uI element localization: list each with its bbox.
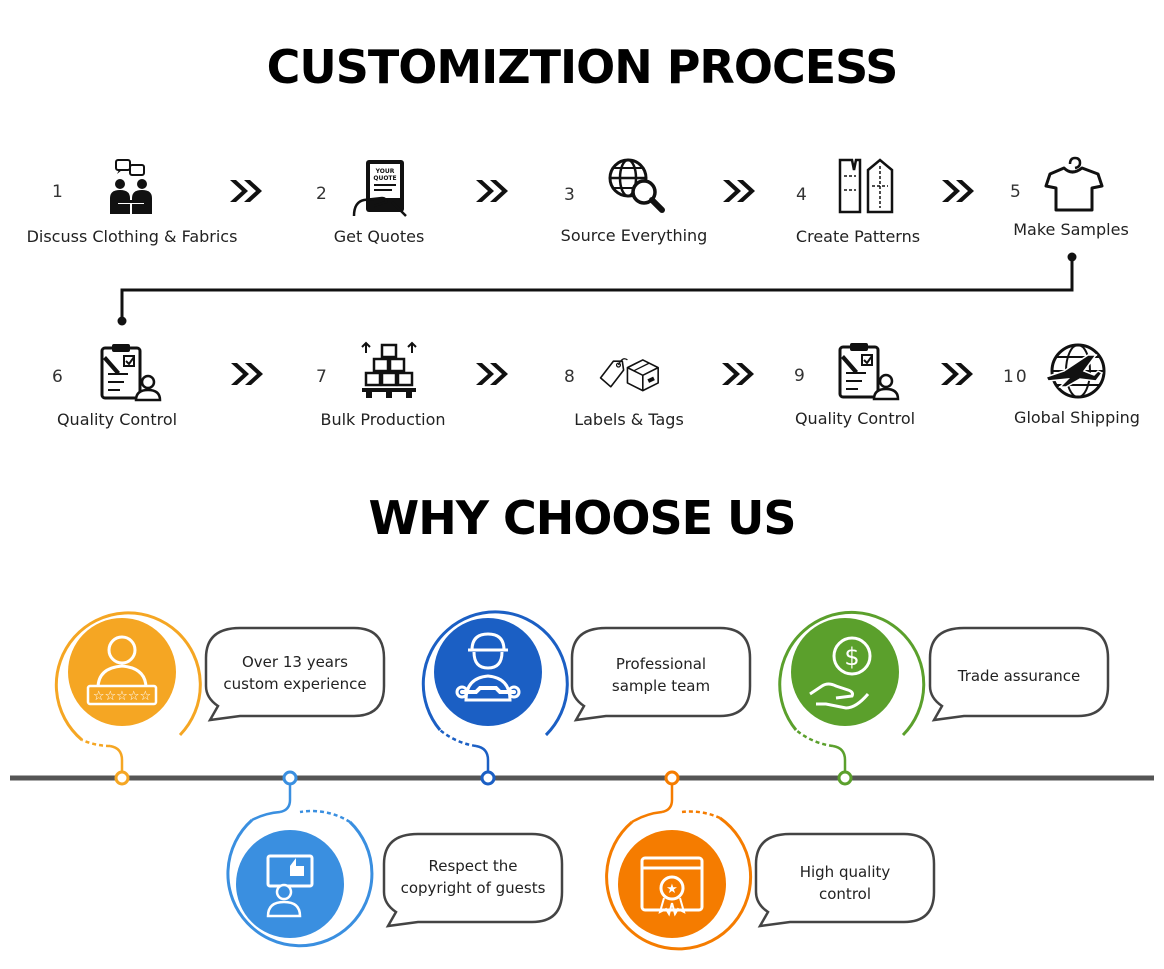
step-number: 7: [316, 367, 327, 387]
step-label: Quality Control: [56, 410, 178, 429]
double-chevron-icon: [941, 363, 973, 385]
svg-text:QUOTE: QUOTE: [373, 175, 396, 182]
step-number: 8: [564, 367, 575, 387]
step-number: 4: [796, 185, 807, 205]
step-number: 6: [52, 367, 63, 387]
globe-plane-icon: [1044, 343, 1106, 399]
step-label: Create Patterns: [795, 227, 921, 246]
svg-text:YOUR: YOUR: [375, 168, 395, 175]
step-label: Make Samples: [1013, 220, 1129, 239]
clipboard-inspector-icon: [838, 343, 900, 401]
shirt-hanger-icon: [1044, 156, 1104, 212]
step-number: 2: [316, 184, 327, 204]
boxes-pallet-icon: [361, 341, 417, 398]
double-chevron-icon: [231, 363, 263, 385]
step-number: 10: [1003, 367, 1029, 387]
double-chevron-icon: [230, 180, 262, 202]
step-label: Global Shipping: [1014, 408, 1140, 427]
bubble-3: [570, 626, 752, 722]
globe-search-icon: [608, 158, 665, 213]
step-label: Bulk Production: [320, 410, 446, 429]
garment-pattern-icon: [838, 158, 894, 214]
svg-text:★: ★: [666, 882, 678, 897]
svg-text:☆☆☆☆☆: ☆☆☆☆☆: [93, 689, 151, 704]
double-chevron-icon: [476, 363, 508, 385]
step-number: 1: [52, 182, 63, 202]
why-item-5-text: Trade assurance: [957, 667, 1081, 685]
tag-box-icon: [599, 358, 659, 392]
bubble-2: [382, 832, 564, 928]
step-number: 9: [794, 366, 805, 386]
double-chevron-icon: [942, 180, 974, 202]
process-title: CUSTOMIZTION PROCESS: [266, 40, 899, 94]
bubble-4: [754, 832, 936, 928]
why-item-3-text: Professional sample team: [611, 655, 711, 695]
why-item-3-badge: [421, 610, 569, 786]
why-item-4-badge: ★: [605, 770, 753, 951]
why-item-5-badge: $: [778, 610, 926, 786]
step-label: Get Quotes: [333, 227, 425, 246]
step-label: Labels & Tags: [574, 410, 684, 429]
bubble-5: [928, 626, 1110, 722]
svg-text:$: $: [844, 643, 859, 671]
step-label: Source Everything: [560, 226, 708, 245]
double-chevron-icon: [722, 363, 754, 385]
why-choose-us-title: WHY CHOOSE US: [368, 491, 796, 545]
why-item-2-badge: [226, 770, 374, 948]
clipboard-inspector-icon: [100, 344, 162, 402]
why-item-2-text: Respect the copyright of guests: [400, 857, 546, 897]
why-item-1-badge: ☆☆☆☆☆: [54, 611, 202, 786]
step-number: 3: [564, 185, 575, 205]
double-chevron-icon: [723, 180, 755, 202]
meeting-chat-icon: [110, 159, 152, 214]
step-label: Discuss Clothing & Fabrics: [26, 227, 238, 246]
quote-tablet-icon: YOUR QUOTE: [352, 160, 407, 217]
bubble-1: [204, 626, 386, 722]
step-number: 5: [1010, 182, 1021, 202]
double-chevron-icon: [476, 180, 508, 202]
step-label: Quality Control: [794, 409, 916, 428]
why-item-1-text: Over 13 years custom experience: [223, 653, 367, 693]
why-item-4-text: High quality control: [799, 863, 891, 903]
